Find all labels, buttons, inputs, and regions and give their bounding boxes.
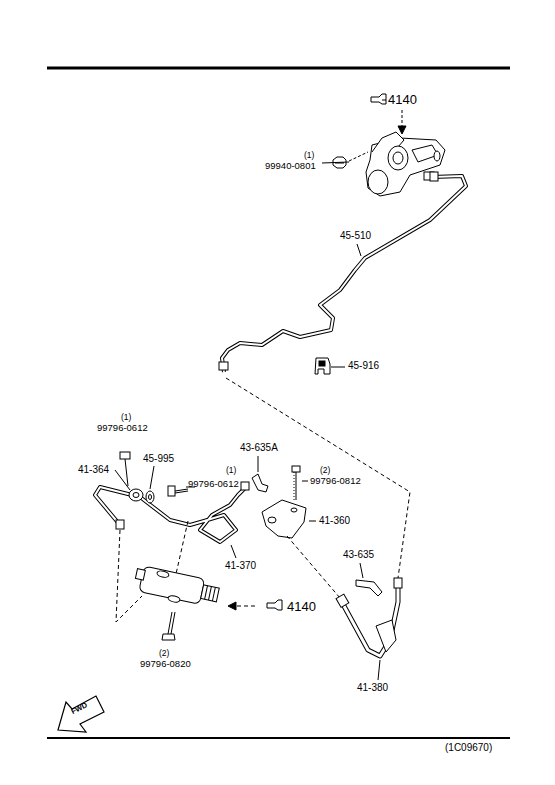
leader-line — [116, 530, 142, 622]
leader-line — [176, 521, 188, 574]
part-name: 41-360 — [319, 516, 350, 526]
master-cylinder — [366, 132, 445, 196]
reference-number: 4140 — [388, 93, 417, 106]
bottom-rule — [47, 737, 510, 739]
leader-line — [287, 536, 340, 598]
washer — [146, 491, 154, 503]
part-name: 41-364 — [78, 465, 109, 475]
leader-line — [322, 162, 349, 163]
quantity: (1) — [121, 413, 131, 422]
quantity: (2) — [159, 649, 169, 658]
leader-line — [360, 563, 363, 578]
pipe-clip — [315, 358, 330, 374]
leader-line — [258, 456, 259, 472]
reference-number: 4140 — [287, 600, 316, 613]
part-name: 41-380 — [357, 683, 388, 693]
drawing-code: (1C09670) — [445, 743, 492, 753]
part-number: 99796-0612 — [188, 479, 239, 489]
leader-line — [231, 545, 236, 558]
part-name: 45-916 — [348, 361, 379, 371]
arrow-head — [228, 602, 236, 610]
leader-line — [402, 110, 403, 128]
quantity: (1) — [226, 466, 236, 475]
bolt — [120, 452, 130, 486]
quantity: (1) — [304, 151, 314, 160]
part-number: 99796-0820 — [140, 659, 191, 669]
leader-line — [226, 378, 410, 578]
part-number: 99940-0801 — [265, 161, 316, 171]
part-name: 43-635A — [240, 443, 278, 453]
part-name: 41-370 — [225, 561, 256, 571]
part-name: 45-510 — [340, 231, 371, 241]
quantity: (2) — [320, 466, 330, 475]
clutch-pipe — [219, 172, 466, 372]
leader-line — [349, 152, 368, 161]
leader-line — [150, 466, 154, 489]
bolt — [162, 612, 175, 640]
reference-icon — [371, 94, 386, 104]
leader-line — [309, 521, 316, 522]
bolt — [292, 466, 300, 500]
leader-line — [357, 244, 361, 256]
direction-arrow — [58, 696, 104, 732]
part-number: 99796-0612 — [97, 423, 148, 433]
leader-line — [331, 367, 345, 368]
reference-icon — [267, 600, 282, 610]
leader-line — [378, 660, 380, 680]
bolt — [168, 486, 188, 496]
part-name: 43-635 — [343, 550, 374, 560]
banjo-joint — [129, 489, 143, 501]
hose-clip — [252, 474, 268, 492]
clutch-hose — [336, 578, 402, 656]
part-name: 45-995 — [143, 454, 174, 464]
clutch-pipe — [95, 482, 249, 542]
top-rule — [47, 67, 510, 70]
arrow-head — [398, 126, 406, 134]
hose-bracket — [262, 500, 306, 538]
hose-clip — [356, 580, 382, 596]
part-number: 99796-0812 — [310, 476, 361, 486]
leader-line — [302, 481, 308, 482]
